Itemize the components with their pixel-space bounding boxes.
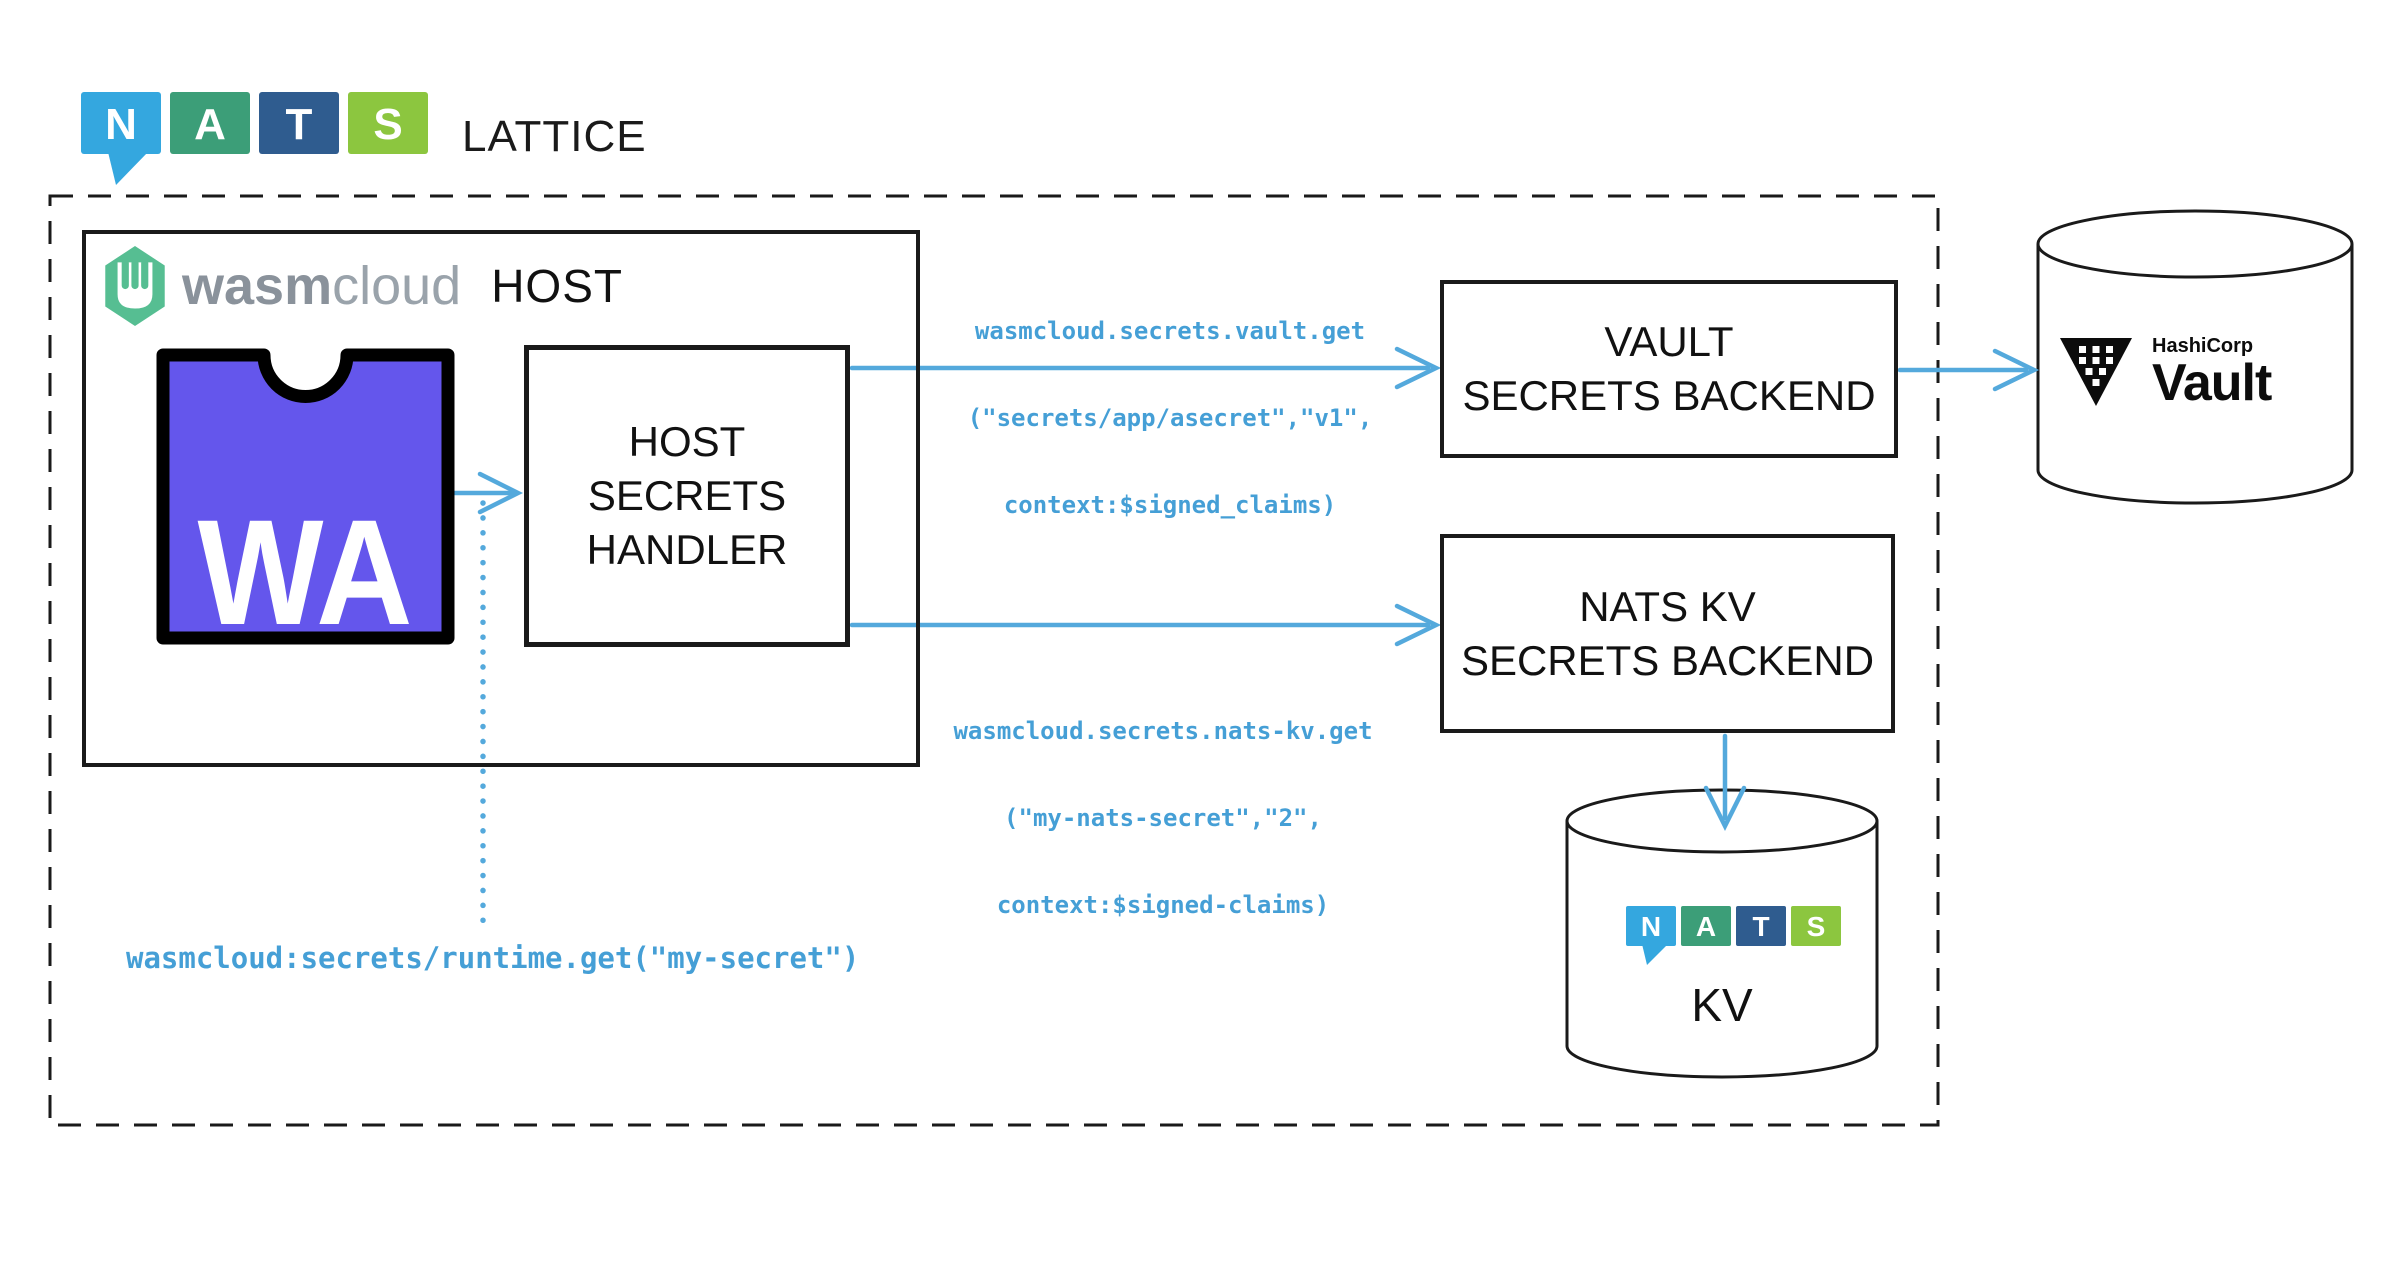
nats-tile-a [170, 92, 250, 154]
host-title: HOST [491, 260, 623, 312]
vault-label: Vault [2152, 354, 2272, 412]
arrow-handler-to-natskv-backend [849, 603, 1442, 647]
wasm-logo-shape [156, 348, 455, 645]
wasmcloud-logo-icon [105, 246, 165, 326]
handler-label-line: SECRETS [587, 472, 787, 519]
arrow-vault-backend-to-vault [1897, 348, 2040, 392]
hashicorp-vault-brand: HashiCorp Vault [2058, 322, 2348, 422]
vault-call-line: wasmcloud.secrets.vault.get [974, 317, 1366, 345]
nats-letter: N [1641, 911, 1661, 942]
lattice-boundary [48, 194, 1940, 1127]
nats-tile-n [81, 92, 161, 154]
nats-tile-s [348, 92, 428, 154]
vault-wordmark: HashiCorp Vault [2152, 335, 2272, 412]
nats-speech-tail [1642, 944, 1668, 965]
wasmcloud-wordmark-wasm: wasm [182, 256, 333, 316]
vault-secrets-backend-box: VAULT SECRETS BACKEND [1440, 280, 1898, 458]
lattice-label: LATTICE [462, 112, 647, 161]
nats-letter: T [1752, 911, 1769, 942]
wasmcloud-host-box [82, 230, 920, 767]
nats-tile-s [1791, 906, 1841, 946]
vault-logo-icon [2060, 338, 2132, 406]
nats-letter: S [373, 100, 402, 149]
hashicorp-label: HashiCorp [2152, 335, 2254, 357]
nats-letter: A [1696, 911, 1716, 942]
nats-kv-secrets-backend-box: NATS KV SECRETS BACKEND [1440, 534, 1895, 733]
vault-cylinder-top [2036, 209, 2354, 279]
hashicorp-vault-cylinder [2036, 209, 2354, 505]
nats-tile-t [1736, 906, 1786, 946]
host-secrets-handler-box: HOST SECRETS HANDLER [524, 345, 850, 647]
wasm-logo-text: WA [198, 488, 413, 646]
nats-kv-call-line: context:$signed-claims) [996, 891, 1330, 919]
nats-tile-t [259, 92, 339, 154]
handler-label-line: HOST [628, 418, 746, 465]
nats-letter: T [286, 100, 313, 149]
vault-backend-label-line: VAULT [1604, 318, 1734, 365]
nats-letter: S [1807, 911, 1826, 942]
nats-kv-backend-label-line: NATS KV [1579, 582, 1756, 630]
nats-kv-call-code: wasmcloud.secrets.nats-kv.get ("my-nats-… [923, 659, 1403, 978]
nats-kv-cylinder-body [1565, 821, 1879, 1079]
nats-tile-a [1681, 906, 1731, 946]
vault-backend-label-line: SECRETS BACKEND [1462, 372, 1876, 419]
arrow-wa-to-handler [452, 471, 524, 515]
runtime-get-code: wasmcloud:secrets/runtime.get("my-secret… [126, 941, 860, 975]
wasmcloud-brand: wasmcloud HOST [104, 243, 623, 329]
nats-tile-n [1626, 906, 1676, 946]
vault-call-code: wasmcloud.secrets.vault.get ("secrets/ap… [930, 259, 1410, 578]
vault-call-line: context:$signed_claims) [1003, 491, 1337, 519]
nats-letter: N [105, 100, 137, 149]
arrow-natskv-backend-to-kv [1703, 733, 1747, 832]
nats-logo: N A T S [81, 92, 428, 185]
kv-label: KV [1691, 979, 1753, 1031]
nats-kv-logo: N A T S [1626, 906, 1841, 965]
arrow-handler-to-vault-backend [849, 346, 1442, 390]
nats-speech-tail [108, 152, 148, 185]
nats-kv-call-line: ("my-nats-secret","2", [1004, 804, 1322, 832]
wasmcloud-wordmark-cloud: cloud [332, 256, 462, 316]
nats-kv-backend-label-line: SECRETS BACKEND [1460, 636, 1875, 684]
nats-letter: A [194, 100, 226, 149]
vault-cylinder-body [2036, 244, 2354, 505]
wasmcloud-wordmark: wasmcloud [182, 259, 461, 313]
nats-kv-call-line: wasmcloud.secrets.nats-kv.get [953, 717, 1373, 745]
handler-label-line: HANDLER [586, 526, 788, 573]
vault-call-line: ("secrets/app/asecret","v1", [967, 404, 1373, 432]
wasm-component-logo: WA [156, 348, 455, 646]
